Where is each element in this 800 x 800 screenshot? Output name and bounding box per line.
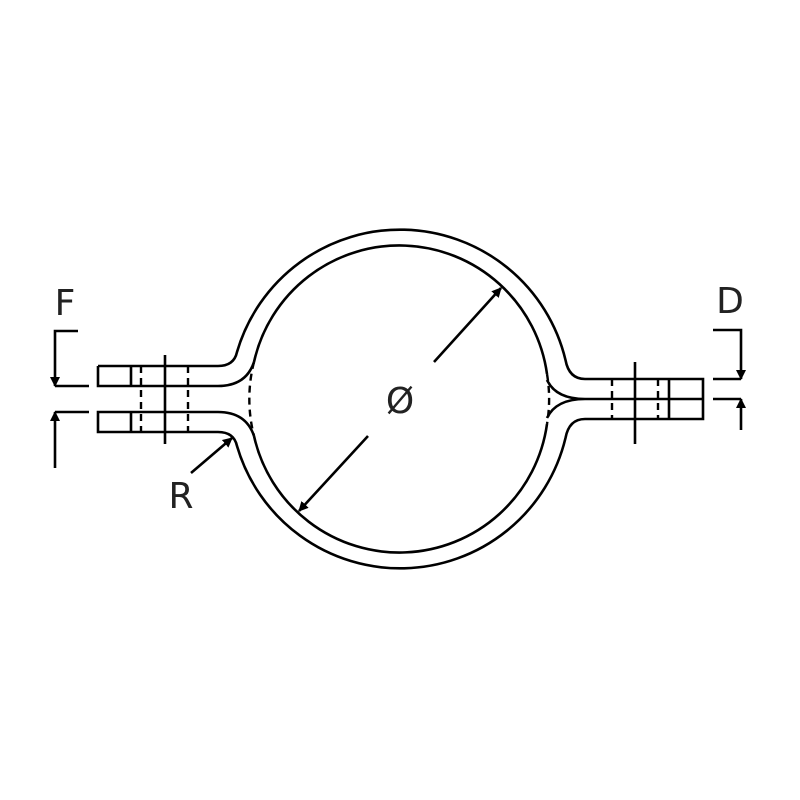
inner-band-dashed-left bbox=[248, 361, 256, 437]
dimension-diameter: Ø bbox=[298, 287, 502, 512]
dimension-r: R bbox=[168, 437, 233, 517]
label-diameter: Ø bbox=[386, 381, 414, 422]
label-d: D bbox=[716, 281, 744, 322]
label-f: F bbox=[55, 283, 76, 324]
inner-band-solid bbox=[252, 244, 549, 554]
dimension-f: F bbox=[50, 283, 89, 468]
clamp-outline bbox=[96, 228, 705, 570]
left-bolt bbox=[129, 355, 190, 444]
label-r: R bbox=[168, 476, 193, 517]
outer-band-top bbox=[96, 228, 705, 570]
inner-band-dashed-right bbox=[545, 373, 551, 425]
dimension-d: D bbox=[713, 281, 746, 430]
right-bolt bbox=[610, 362, 671, 444]
right-flange-join bbox=[545, 379, 703, 419]
